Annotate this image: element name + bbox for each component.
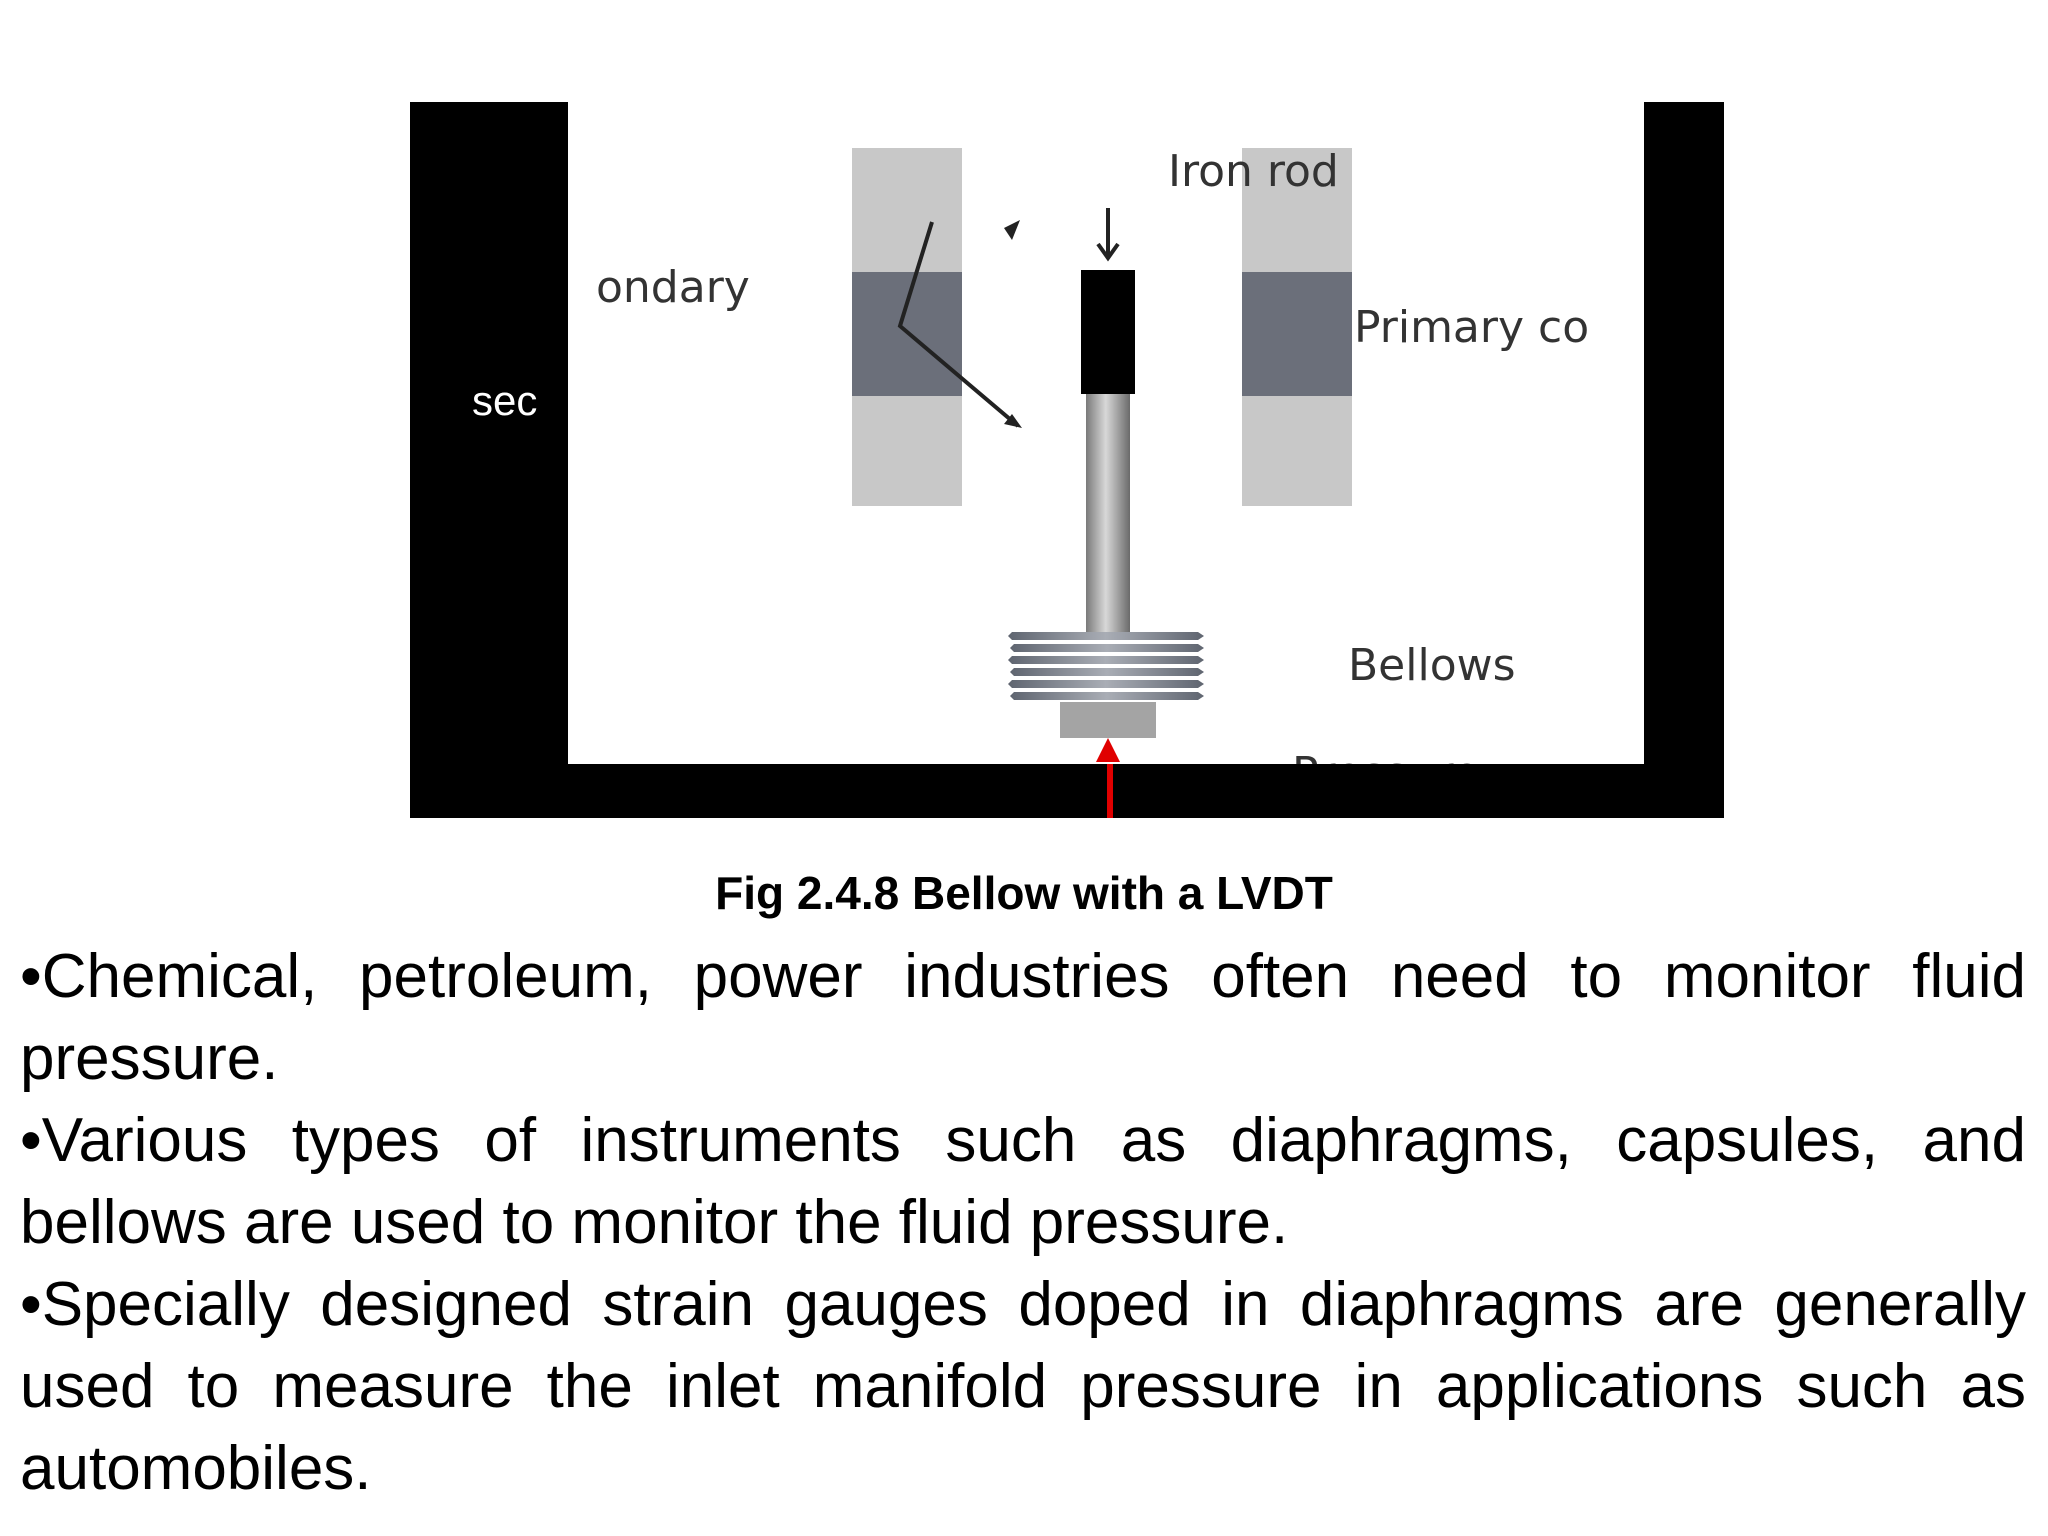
right-coil-core	[1242, 272, 1352, 396]
lvdt-figure: Iron rod ondary Primary co Bellows Press…	[410, 102, 1724, 818]
bullet-item: •Specially designed strain gauges doped …	[20, 1270, 2026, 1503]
iron-rod-label: Iron rod	[1168, 146, 1339, 197]
left-coil-lower	[852, 396, 962, 506]
left-secondary-coil	[852, 148, 962, 506]
bullet-list: •Chemical, petroleum, power industries o…	[20, 936, 2026, 1510]
secondary-overlay-label: sec	[472, 377, 538, 424]
right-coil-lower	[1242, 396, 1352, 506]
secondary-label: ondary	[596, 262, 750, 313]
lvdt-diagram	[852, 148, 1352, 762]
secondary-arrowheads	[1004, 220, 1022, 428]
bellows-label: Bellows	[1348, 640, 1516, 691]
figure-caption: Fig 2.4.8 Bellow with a LVDT	[715, 867, 1333, 919]
bellows-base	[1060, 702, 1156, 738]
right-coil-upper	[1242, 148, 1352, 272]
secondary-pointer-arrows	[897, 221, 1020, 428]
pressure-arrow-tail	[1107, 764, 1113, 818]
bellows	[1008, 632, 1204, 700]
pressure-label: Pressure	[1292, 752, 1480, 765]
bullet-item: •Chemical, petroleum, power industries o…	[20, 942, 2026, 1093]
iron-rod-arrow	[1096, 208, 1120, 262]
iron-rod-core	[1081, 270, 1135, 394]
bullet-item: •Various types of instruments such as di…	[20, 1106, 2026, 1257]
right-primary-coil	[1242, 148, 1352, 506]
primary-coil-label: Primary co	[1354, 302, 1590, 353]
left-coil-upper	[852, 148, 962, 272]
figure-diagram-area: Iron rod ondary Primary co Bellows Press…	[568, 102, 1644, 764]
pressure-arrow	[1096, 738, 1120, 762]
rod-shaft	[1086, 394, 1130, 639]
